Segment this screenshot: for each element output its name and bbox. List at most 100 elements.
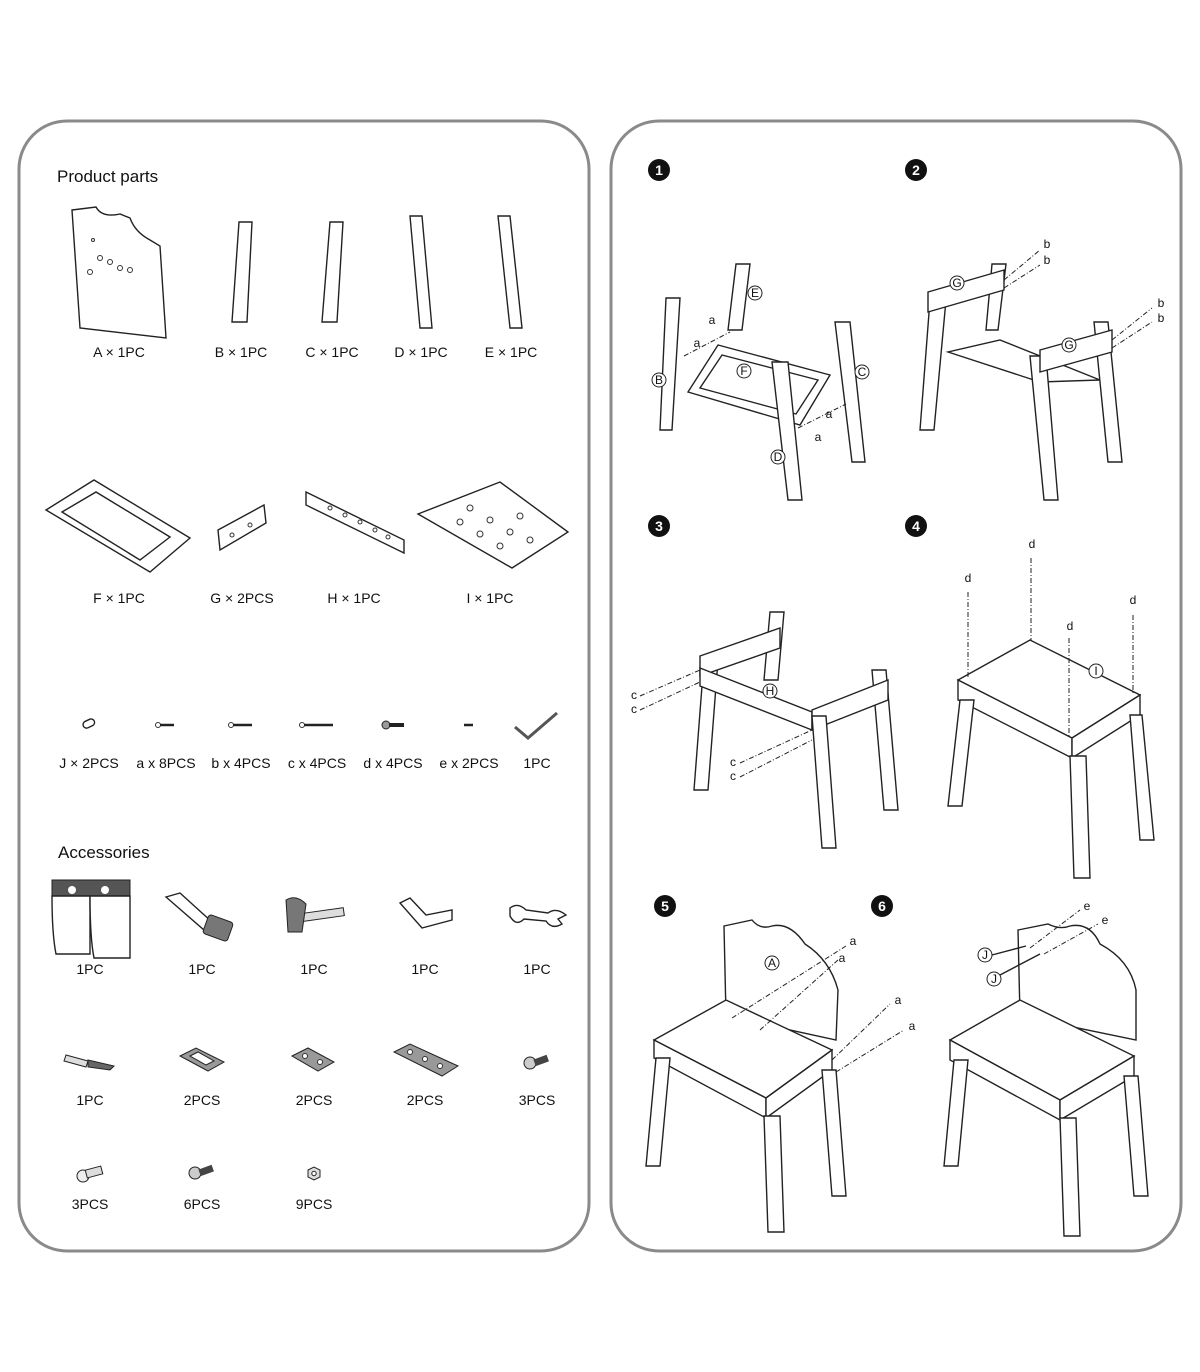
step-5-callout-a1: a: [850, 934, 857, 948]
accessory-hammer-label: 1PC: [300, 961, 327, 977]
hammer-icon: [285, 897, 345, 933]
accessory-icons: [51, 879, 568, 1183]
allen-key-icon: [514, 711, 558, 740]
hardware-a-label: a x 8PCS: [136, 755, 195, 771]
step-2-number: 2: [912, 162, 920, 178]
hardware-b-label: b x 4PCS: [211, 755, 270, 771]
step-3: 3: [639, 515, 899, 849]
hardware-j-label: J × 2PCS: [59, 755, 119, 771]
part-g-label: G × 2PCS: [210, 590, 273, 606]
accessory-three-hole-plate-label: 2PCS: [407, 1092, 444, 1108]
step-4-callout-d4: d: [1130, 593, 1137, 607]
accessory-wrench-label: 1PC: [523, 961, 550, 977]
part-c-label: C × 1PC: [305, 344, 358, 360]
accessories-title: Accessories: [58, 843, 150, 862]
hardware-e-label: e x 2PCS: [439, 755, 498, 771]
part-a-label: A × 1PC: [93, 344, 145, 360]
saw-icon: [164, 892, 234, 942]
step-4-callout-i: I: [1094, 664, 1097, 678]
step-1-callout-a4: a: [815, 430, 822, 444]
wrench-icon: [509, 904, 568, 928]
step-6-callout-j1: J: [982, 948, 988, 962]
step-6-callout-e1: e: [1084, 899, 1091, 913]
accessory-square-label: 1PC: [411, 961, 438, 977]
accessory-peg-label: 3PCS: [72, 1196, 109, 1212]
part-h-rail: [305, 490, 405, 555]
accessory-short-bolt-label: 6PCS: [184, 1196, 221, 1212]
step-5-number: 5: [661, 898, 669, 914]
step-6: 6: [871, 895, 1149, 1237]
step-2-callout-g2: G: [1064, 338, 1073, 352]
step-1: 1: [648, 159, 866, 501]
step-4-callout-d3: d: [1067, 619, 1074, 633]
parts-panel: [17, 119, 591, 1253]
screw-b-icon: [228, 722, 252, 728]
step-2-callout-g1: G: [952, 276, 961, 290]
step-3-callout-c2: c: [631, 702, 637, 716]
hardware-d-label: d x 4PCS: [363, 755, 422, 771]
accessory-pouch-label: 1PC: [76, 961, 103, 977]
part-f-label: F × 1PC: [93, 590, 145, 606]
part-g-plate: [217, 503, 267, 552]
accessory-screwdriver-label: 1PC: [76, 1092, 103, 1108]
step-1-callout-e: E: [751, 286, 759, 300]
step-2: 2: [905, 159, 1153, 501]
step-4-callout-d2: d: [965, 571, 972, 585]
step-1-badge: [648, 159, 670, 181]
product-parts-title: Product parts: [57, 167, 158, 186]
slotted-plate-icon: [178, 1047, 226, 1072]
dowel-j-icon: [82, 718, 96, 729]
step-4: 4: [905, 515, 1155, 879]
step-3-callout-h: H: [766, 684, 775, 698]
bolt-icon: [523, 1054, 549, 1070]
accessory-saw-label: 1PC: [188, 961, 215, 977]
hardware-c-label: c x 4PCS: [288, 755, 346, 771]
step-2-callout-b1: b: [1044, 237, 1051, 251]
step-3-callout-c4: c: [730, 769, 736, 783]
step-4-callout-d1: d: [1029, 537, 1036, 551]
hardware-icons: [82, 711, 558, 740]
three-hole-plate-icon: [392, 1043, 460, 1077]
accessory-bolt-label: 3PCS: [519, 1092, 556, 1108]
step-1-callout-a2: a: [694, 336, 701, 350]
step-5-callout-a3: a: [895, 993, 902, 1007]
screw-a-icon: [155, 722, 174, 728]
short-bolt-icon: [188, 1164, 214, 1180]
step-6-callout-j2: J: [991, 972, 997, 986]
accessory-two-hole-plate-label: 2PCS: [296, 1092, 333, 1108]
part-e-label: E × 1PC: [485, 344, 538, 360]
screwdriver-icon: [63, 1054, 115, 1071]
part-f-frame: [44, 479, 192, 573]
step-3-callout-c1: c: [631, 688, 637, 702]
step-5-callout-a4: a: [909, 1019, 916, 1033]
step-4-number: 4: [912, 518, 920, 534]
step-5: 5: [645, 895, 905, 1233]
step-2-callout-b4: b: [1158, 311, 1165, 325]
nut-icon: [307, 1166, 321, 1181]
bolt-d-icon: [381, 720, 404, 730]
step-5-callout-a-board: A: [768, 956, 776, 970]
step-1-callout-c: C: [858, 365, 867, 379]
square-ruler-icon: [398, 897, 453, 929]
part-b-label: B × 1PC: [215, 344, 268, 360]
two-hole-plate-icon: [290, 1047, 336, 1072]
step-1-number: 1: [655, 162, 663, 178]
step-6-callout-e2: e: [1102, 913, 1109, 927]
part-e-leg: [497, 215, 523, 329]
accessory-slotted-plate-label: 2PCS: [184, 1092, 221, 1108]
step-2-callout-b3: b: [1158, 296, 1165, 310]
part-d-leg: [409, 215, 433, 329]
step-1-callout-d: D: [774, 450, 783, 464]
part-a-backboard: [71, 206, 167, 339]
peg-icon: [76, 1165, 104, 1183]
step-1-callout-a3: a: [826, 407, 833, 421]
step-6-number: 6: [878, 898, 886, 914]
part-d-label: D × 1PC: [394, 344, 447, 360]
part-h-label: H × 1PC: [327, 590, 380, 606]
step-3-callout-c3: c: [730, 755, 736, 769]
step-5-callout-a2: a: [839, 951, 846, 965]
part-i-label: I × 1PC: [466, 590, 513, 606]
accessory-nut-label: 9PCS: [296, 1196, 333, 1212]
step-3-number: 3: [655, 518, 663, 534]
